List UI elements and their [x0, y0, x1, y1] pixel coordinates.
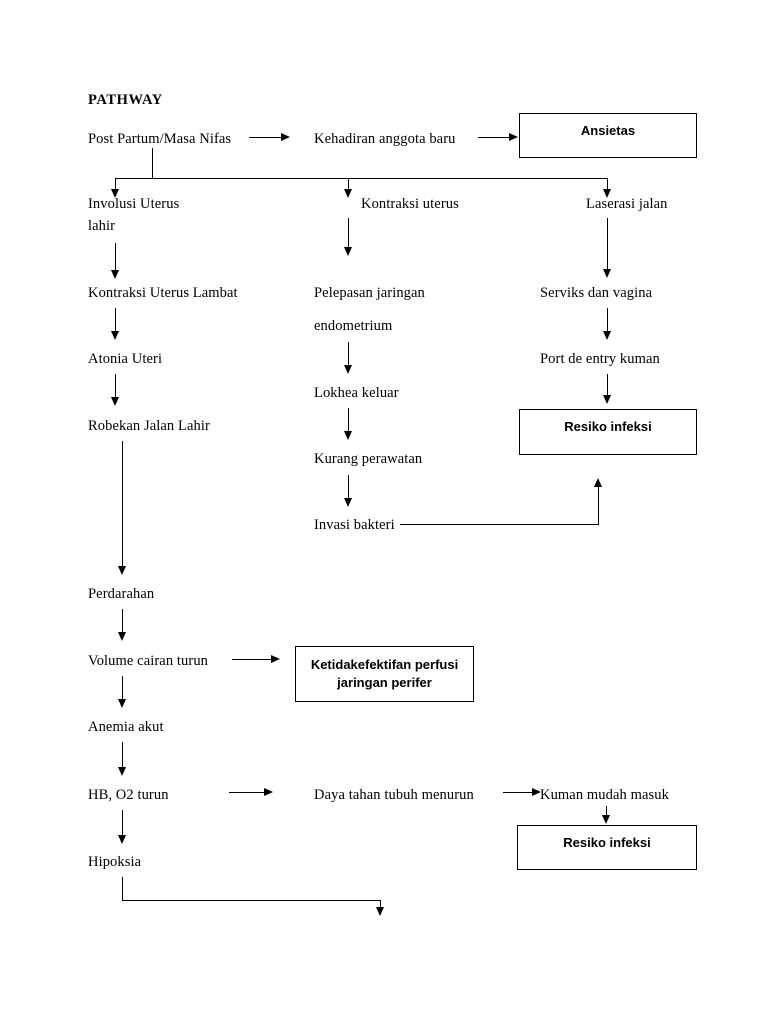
box-ansietas: Ansietas: [519, 113, 697, 158]
box-ansietas-label: Ansietas: [580, 123, 636, 138]
box-resiko-infeksi-bawah: Resiko infeksi: [517, 825, 697, 870]
node-kuman-mudah-masuk: Kuman mudah masuk: [540, 787, 669, 803]
node-robekan-jalan-lahir: Robekan Jalan Lahir: [88, 418, 210, 434]
node-serviks-dan-vagina: Serviks dan vagina: [540, 285, 653, 301]
box-resiko-infeksi-atas-label: Resiko infeksi: [564, 419, 652, 434]
node-post-partum: Post Partum/Masa Nifas: [88, 131, 232, 147]
node-port-de-entry-kuman: Port de entry kuman: [540, 351, 660, 367]
node-lokhea-keluar: Lokhea keluar: [314, 385, 399, 401]
page-title: PATHWAY: [88, 92, 163, 108]
node-perdarahan: Perdarahan: [88, 586, 155, 602]
box-ketidakefektifan-perfusi: Ketidakefektifan perfusi jaringan perife…: [295, 646, 474, 702]
node-kehadiran-anggota-baru: Kehadiran anggota baru: [314, 131, 456, 147]
node-anemia-akut: Anemia akut: [88, 719, 164, 735]
node-kurang-perawatan: Kurang perawatan: [314, 451, 423, 467]
node-invasi-bakteri: Invasi bakteri: [314, 517, 395, 533]
node-atonia-uteri: Atonia Uteri: [88, 351, 163, 367]
node-endometrium: endometrium: [314, 318, 393, 334]
node-pelepasan-jaringan: Pelepasan jaringan: [314, 285, 425, 301]
box-perfusi-label: Ketidakefektifan perfusi jaringan perife…: [310, 657, 459, 690]
box-resiko-infeksi-atas: Resiko infeksi: [519, 409, 697, 455]
node-laserasi-jalan: Laserasi jalan: [586, 196, 668, 212]
node-hipoksia: Hipoksia: [88, 854, 142, 870]
node-kontraksi-uterus: Kontraksi uterus: [361, 196, 459, 212]
node-kontraksi-uterus-lambat: Kontraksi Uterus Lambat: [88, 285, 238, 301]
node-volume-cairan-turun: Volume cairan turun: [88, 653, 209, 669]
box-resiko-infeksi-bawah-label: Resiko infeksi: [563, 835, 651, 850]
node-hb-o2-turun: HB, O2 turun: [88, 787, 169, 803]
node-involusi-uterus: Involusi Uterus lahir: [88, 196, 180, 235]
node-daya-tahan-tubuh-menurun: Daya tahan tubuh menurun: [314, 787, 474, 803]
